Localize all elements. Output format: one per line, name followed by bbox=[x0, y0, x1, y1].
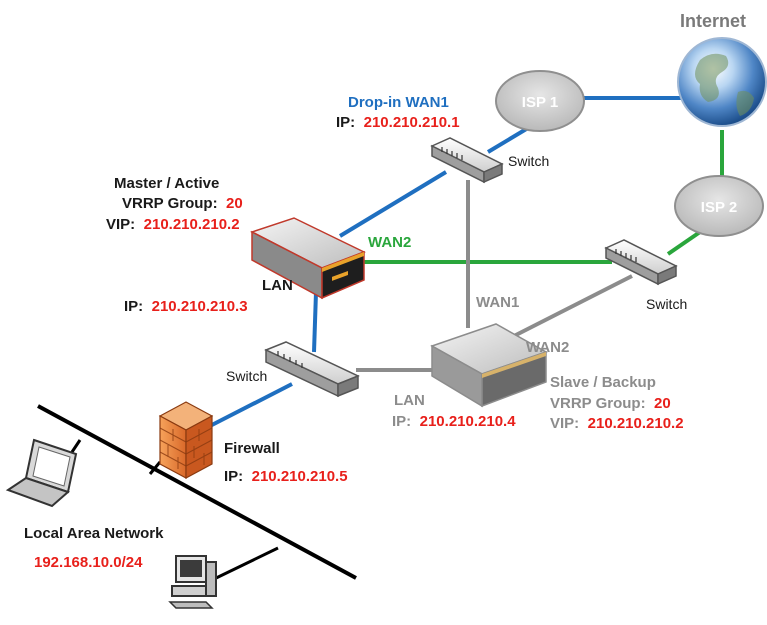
switch-icon bbox=[264, 341, 360, 398]
desktop-computer-icon bbox=[168, 555, 217, 609]
switch-icon bbox=[604, 239, 678, 286]
slave-wan2-label: WAN2 bbox=[526, 339, 569, 356]
master-vip-prefix: VIP: bbox=[106, 216, 135, 233]
globe-continents bbox=[695, 53, 754, 116]
slave-wan1-label: WAN1 bbox=[476, 294, 519, 311]
master-vip-line: VIP: 210.210.210.2 bbox=[106, 216, 240, 233]
master-router bbox=[250, 217, 366, 300]
slave-lan-ip: 210.210.210.4 bbox=[420, 413, 517, 430]
link-switch-top-master bbox=[338, 170, 448, 238]
switch-top: Switch bbox=[430, 137, 549, 184]
master-vip: 210.210.210.2 bbox=[144, 216, 240, 233]
lan-bus bbox=[37, 404, 357, 580]
dropin-ip-line: IP: 210.210.210.1 bbox=[336, 114, 460, 131]
slave-lan-ip-line: IP: 210.210.210.4 bbox=[392, 413, 516, 430]
master-lan-label: LAN bbox=[262, 277, 293, 294]
link-laptop-bus bbox=[70, 439, 82, 453]
firewall-ip-line: IP: 210.210.210.5 bbox=[224, 468, 348, 485]
master-wan2-label: WAN2 bbox=[368, 234, 411, 251]
slave-vrrp: 20 bbox=[654, 395, 671, 412]
master-title: Master / Active bbox=[114, 175, 219, 192]
isp2-ellipse bbox=[674, 175, 764, 237]
internet-label: Internet bbox=[680, 11, 746, 31]
slave-lan-label: LAN bbox=[394, 392, 425, 409]
master-vrrp-line: VRRP Group: 20 bbox=[122, 195, 243, 212]
firewall-ip-prefix: IP: bbox=[224, 468, 243, 485]
link-switch-left-firewall bbox=[205, 382, 293, 430]
link-isp1-switch-top bbox=[486, 126, 530, 154]
router-icon bbox=[430, 323, 548, 408]
router-icon bbox=[250, 217, 366, 300]
isp1-ellipse bbox=[495, 70, 585, 132]
switch-left-label: Switch bbox=[226, 368, 267, 384]
master-vrrp: 20 bbox=[226, 195, 243, 212]
slave-router bbox=[430, 323, 548, 408]
link-desktop-bus bbox=[211, 546, 279, 582]
switch-left: Switch bbox=[226, 341, 360, 398]
links bbox=[37, 96, 724, 582]
link-firewall-bus bbox=[148, 461, 162, 475]
firewall-label: Firewall bbox=[224, 440, 280, 457]
dropin-ip: 210.210.210.1 bbox=[364, 114, 460, 131]
slave-vip: 210.210.210.2 bbox=[588, 415, 684, 432]
firewall-node bbox=[158, 401, 214, 480]
switch-right: Switch bbox=[604, 239, 687, 312]
internet-node: Internet bbox=[677, 11, 767, 127]
isp1-node: ISP 1 bbox=[495, 70, 585, 132]
laptop-icon bbox=[5, 438, 78, 508]
isp1-label: ISP 1 bbox=[522, 94, 558, 111]
slave-vip-prefix: VIP: bbox=[550, 415, 579, 432]
firewall-icon bbox=[158, 401, 214, 480]
dropin-title: Drop-in WAN1 bbox=[348, 94, 449, 111]
switch-right-label: Switch bbox=[646, 296, 687, 312]
switch-top-label: Switch bbox=[508, 153, 549, 169]
switch-icon bbox=[430, 137, 504, 184]
slave-title: Slave / Backup bbox=[550, 374, 656, 391]
slave-vip-line: VIP: 210.210.210.2 bbox=[550, 415, 684, 432]
dropin-ip-prefix: IP: bbox=[336, 114, 355, 131]
lan-network-subnet: 192.168.10.0/24 bbox=[34, 554, 143, 571]
firewall-ip: 210.210.210.5 bbox=[252, 468, 348, 485]
isp2-label: ISP 2 bbox=[701, 199, 737, 216]
link-master-lan-switch-left bbox=[312, 291, 318, 353]
master-lan-ip-line: IP: 210.210.210.3 bbox=[124, 298, 248, 315]
slave-vrrp-prefix: VRRP Group: bbox=[550, 395, 646, 412]
slave-lan-ip-prefix: IP: bbox=[392, 413, 411, 430]
master-lan-ip: 210.210.210.3 bbox=[152, 298, 248, 315]
lan-network-title: Local Area Network bbox=[24, 525, 164, 542]
master-vrrp-prefix: VRRP Group: bbox=[122, 195, 218, 212]
master-lan-ip-prefix: IP: bbox=[124, 298, 143, 315]
isp2-node: ISP 2 bbox=[674, 175, 764, 237]
globe-icon bbox=[677, 37, 767, 127]
link-switch-right-slave-wan2 bbox=[509, 274, 633, 340]
slave-vrrp-line: VRRP Group: 20 bbox=[550, 395, 671, 412]
link-isp2-switch-right bbox=[666, 230, 702, 256]
